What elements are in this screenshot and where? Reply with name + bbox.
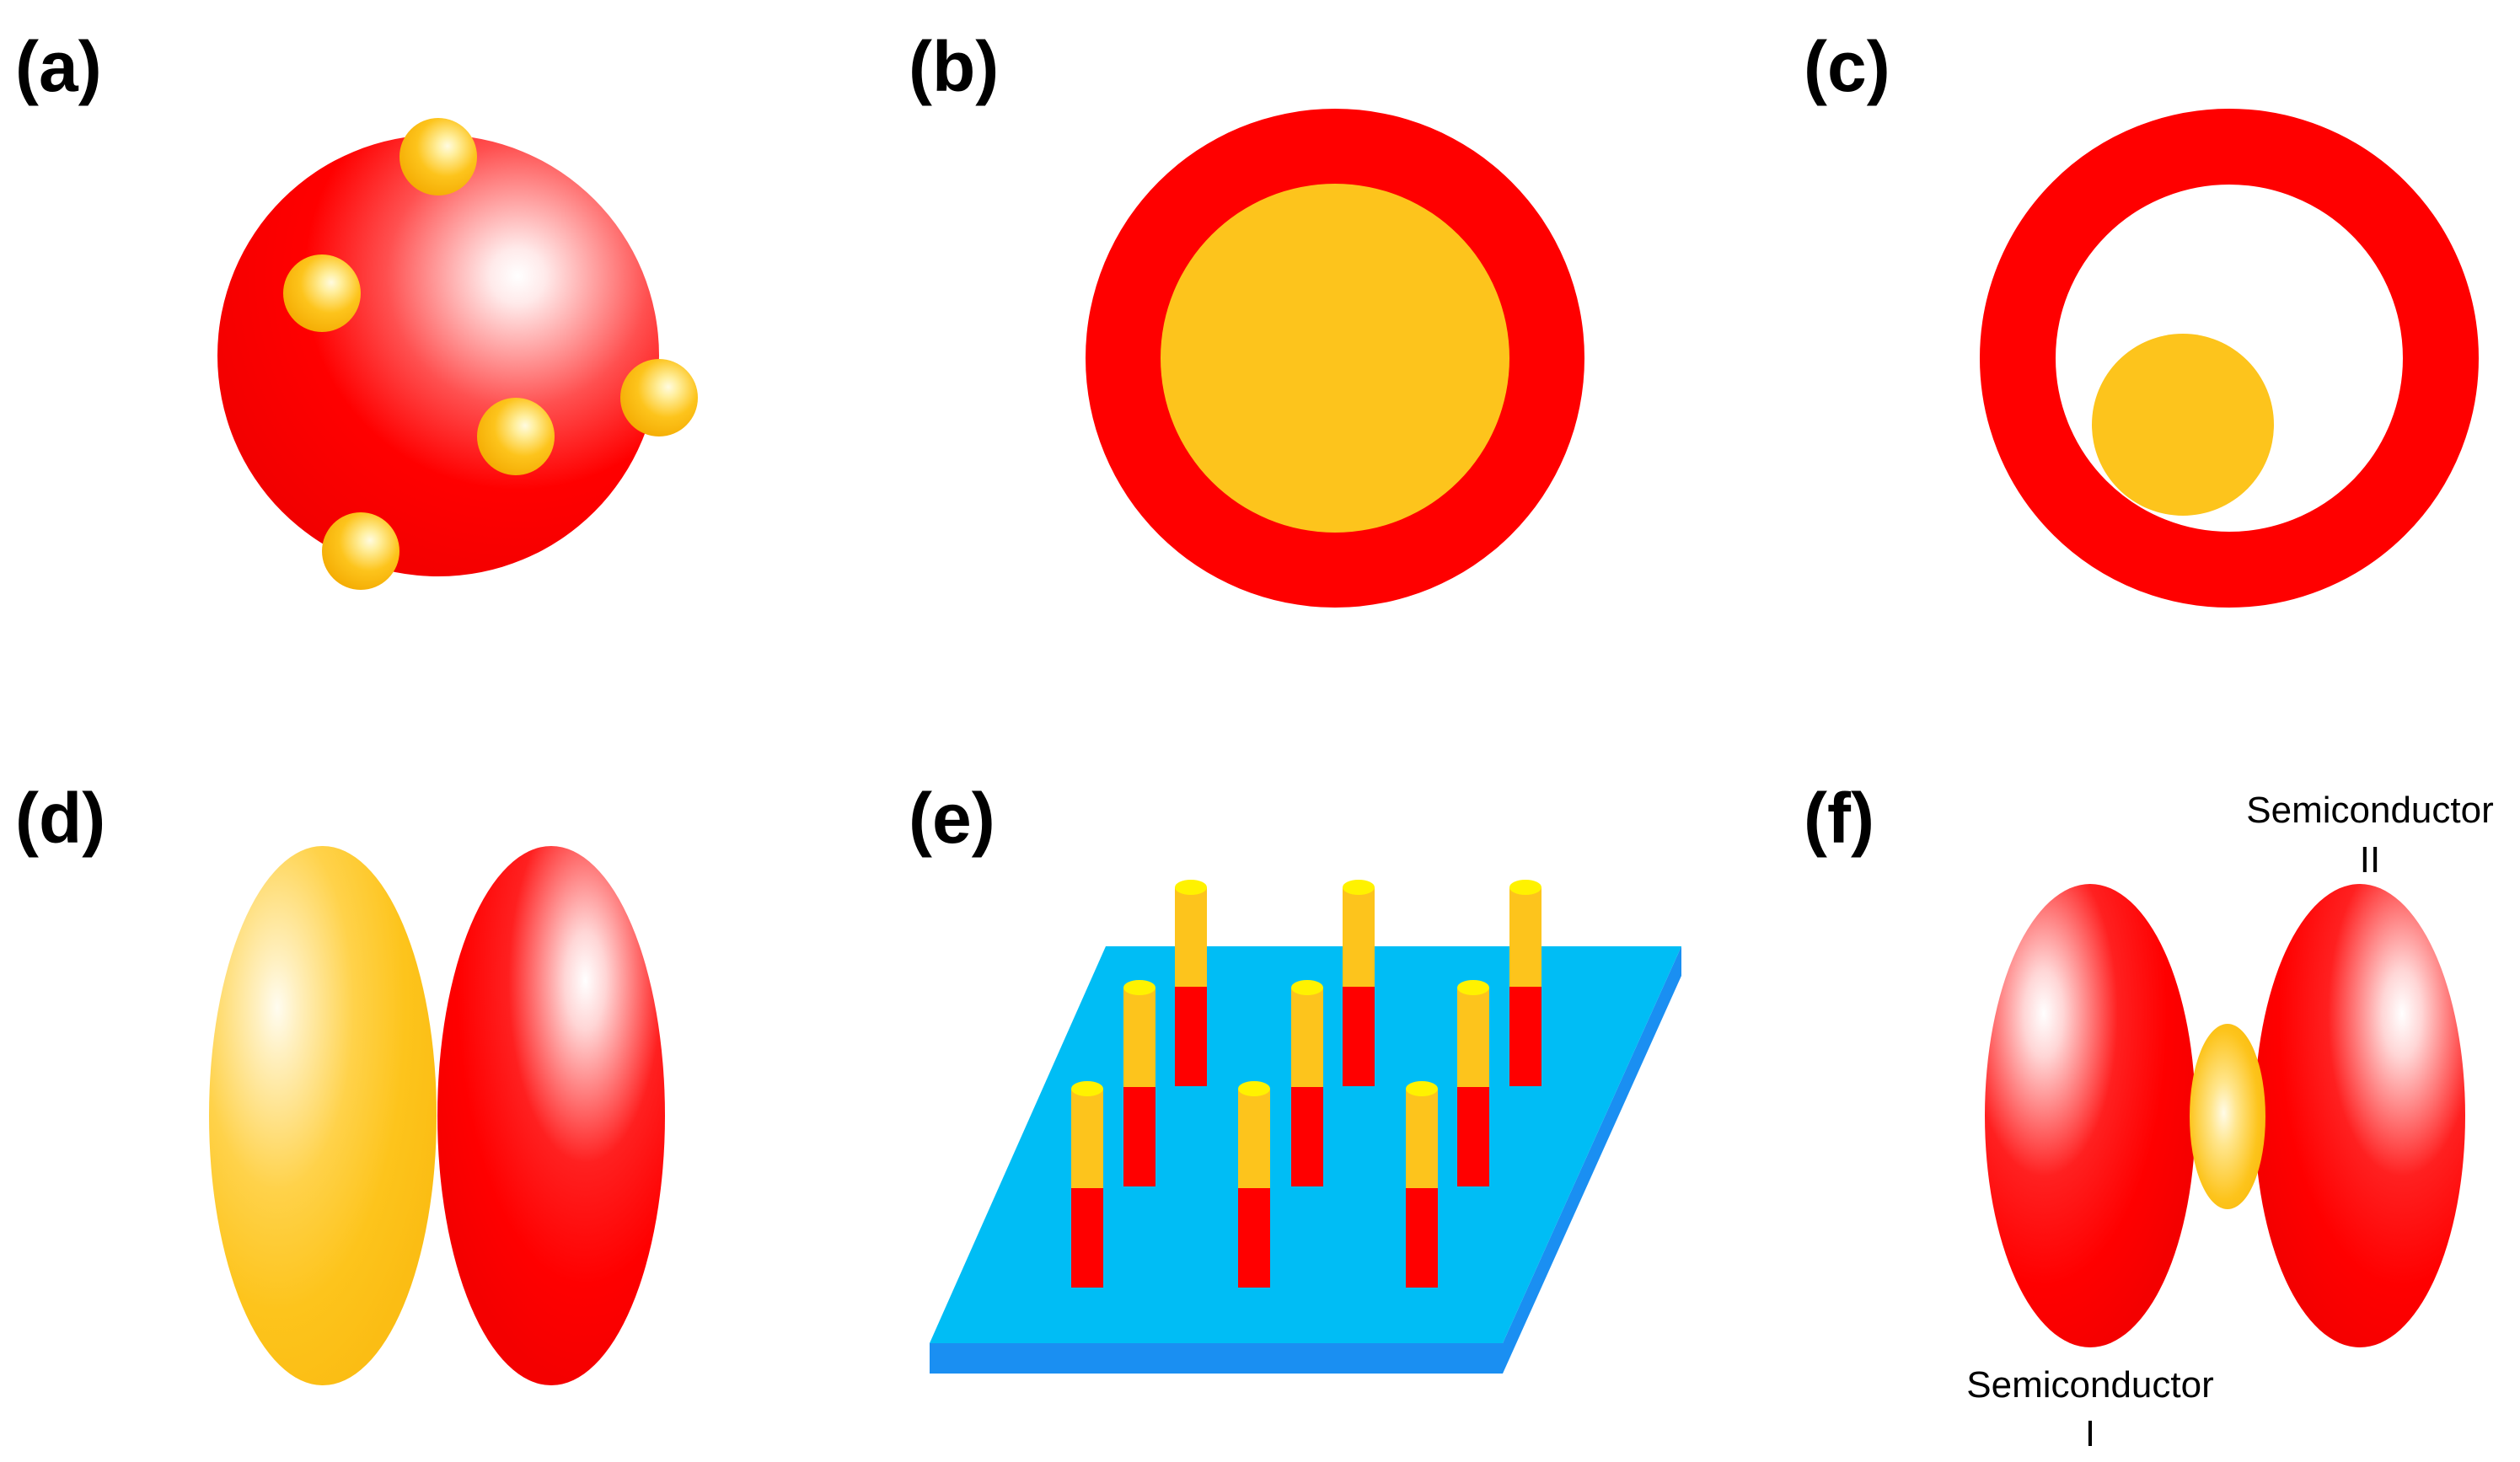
red-semiconductor-sphere [217,135,659,576]
semiconductor-ii-label-line2: II [2360,839,2380,881]
semiconductor-ii-ellipse [2255,884,2465,1347]
panel-d-janus [209,846,665,1385]
panel-a-decorated-sphere [217,118,698,590]
gold-core [1161,184,1509,533]
nanorod-gold-segment [1238,1089,1270,1188]
nanorod-red-segment [1071,1188,1103,1288]
panel-label-e: (e) [909,779,995,858]
nanorod [1123,980,1155,1186]
semiconductor-ii-label-line1: Semiconductor [2246,790,2493,831]
nanorod-red-segment [1509,987,1541,1086]
substrate-side-edge [1503,946,1681,1374]
nanorod-top-cap [1457,980,1489,995]
nanorod [1406,1081,1438,1288]
nanorod-gold-segment [1406,1089,1438,1188]
nanorod-gold-segment [1175,887,1207,987]
nanorod [1175,880,1207,1086]
nanorod-top-cap [1238,1081,1270,1096]
nanorod-red-segment [1457,1087,1489,1186]
nanorod-red-segment [1406,1188,1438,1288]
panel-f-z-scheme: Semiconductor II Semiconductor I [1966,790,2493,1454]
nanorod [1071,1081,1103,1288]
nanorod-top-cap [1175,880,1207,895]
nanorod [1509,880,1541,1086]
semiconductor-i-label-line2: I [2085,1413,2095,1454]
nanorod-gold-segment [1123,988,1155,1087]
nanorod-top-cap [1406,1081,1438,1096]
panel-label-f: (f) [1804,779,1874,858]
substrate-edge [930,1343,1503,1374]
semiconductor-i-ellipse [1985,884,2196,1347]
nanorod-gold-segment [1071,1089,1103,1188]
panel-label-b: (b) [909,27,999,106]
red-hollow-shell [1980,109,2479,608]
panel-b-core-shell [1086,109,1584,608]
gold-yolk [2092,334,2274,516]
gold-ellipse [209,846,437,1385]
gold-nanoparticle [322,512,399,590]
gold-nanoparticle [283,254,361,332]
gold-nanoparticle [620,359,698,436]
gold-nanoparticle [399,118,477,195]
nanorod-red-segment [1238,1188,1270,1288]
nanorod-red-segment [1175,987,1207,1086]
nanorod-top-cap [1071,1081,1103,1096]
panel-c-yolk-shell [1980,109,2479,608]
nanorod-red-segment [1123,1087,1155,1186]
panel-label-a: (a) [15,27,102,106]
nanorod-red-segment [1291,1087,1323,1186]
nanorod-gold-segment [1457,988,1489,1087]
gold-nanoparticle [477,398,555,475]
semiconductor-i-label-line1: Semiconductor [1966,1364,2213,1406]
nanorod [1457,980,1489,1186]
nanorod-top-cap [1291,980,1323,995]
nanorod-gold-segment [1343,887,1375,987]
panel-e-nanorod-array [930,880,1681,1374]
nanorod-gold-segment [1291,988,1323,1087]
nanorod [1238,1081,1270,1288]
panel-label-c: (c) [1804,27,1890,106]
nanorod-top-cap [1343,880,1375,895]
nanorod [1291,980,1323,1186]
nanorod-top-cap [1123,980,1155,995]
red-ellipse [437,846,665,1385]
nanorod [1343,880,1375,1086]
nanorod-gold-segment [1509,887,1541,987]
panel-label-d: (d) [15,779,105,858]
rods-group [1071,880,1541,1288]
nanorod-red-segment [1343,987,1375,1086]
gold-bridge-ellipse [2190,1024,2265,1209]
nanorod-top-cap [1509,880,1541,895]
